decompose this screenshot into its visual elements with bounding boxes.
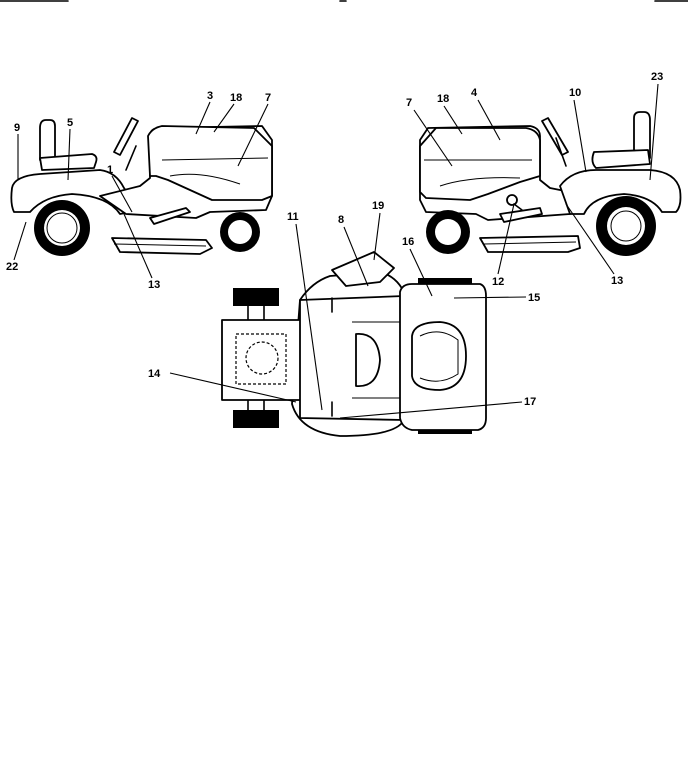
body-top [299,295,405,421]
callout-11: 11 [287,211,299,223]
callout-12: 12 [492,276,504,288]
tractor-top-view: 11 8 19 16 15 14 17 [148,200,540,437]
callout-3: 3 [207,90,213,102]
callout-4: 4 [471,87,478,99]
callout-22: 22 [6,261,18,273]
engine-outline [235,333,287,385]
rear-fender [10,169,133,215]
callout-9: 9 [14,122,20,134]
lever-knob [506,194,518,206]
callout-23: 23 [651,71,663,83]
seat-top [411,321,467,391]
callout-15: 15 [528,292,540,304]
callout-18: 18 [230,92,242,104]
rear-tire-left [418,278,472,288]
callout-5: 5 [67,117,73,129]
callout-18-right: 18 [437,93,449,105]
seat-back [39,119,56,161]
callout-8: 8 [338,214,344,226]
callout-7-right: 7 [406,97,412,109]
tractor-right-side-view: 7 18 4 10 23 12 13 [406,71,682,288]
callout-10: 10 [569,87,581,99]
hood [147,125,273,201]
mower-deck-right [479,235,581,253]
hood-right [419,127,541,201]
callout-7: 7 [265,92,271,104]
front-tire-left [233,288,279,306]
seat-cushion-right [591,149,651,169]
steering-column [125,145,137,171]
seat-back-right [633,111,651,161]
steering-top [355,333,381,387]
callout-19: 19 [372,200,384,212]
mower-deck [111,237,213,255]
front-tire-right [233,410,279,428]
callout-1: 1 [107,164,113,176]
callout-14: 14 [148,368,161,380]
steering-wheel-right [541,117,569,156]
callout-16: 16 [402,236,414,248]
tractor-left-side-view: 9 5 3 18 7 1 22 13 [6,90,273,291]
callout-13-right: 13 [611,275,623,287]
rear-fender-right [559,169,682,215]
discharge-chute [331,251,395,287]
callout-17: 17 [524,396,536,408]
steering-wheel [113,117,139,156]
callout-13: 13 [148,279,160,291]
lift-lever [149,207,191,225]
